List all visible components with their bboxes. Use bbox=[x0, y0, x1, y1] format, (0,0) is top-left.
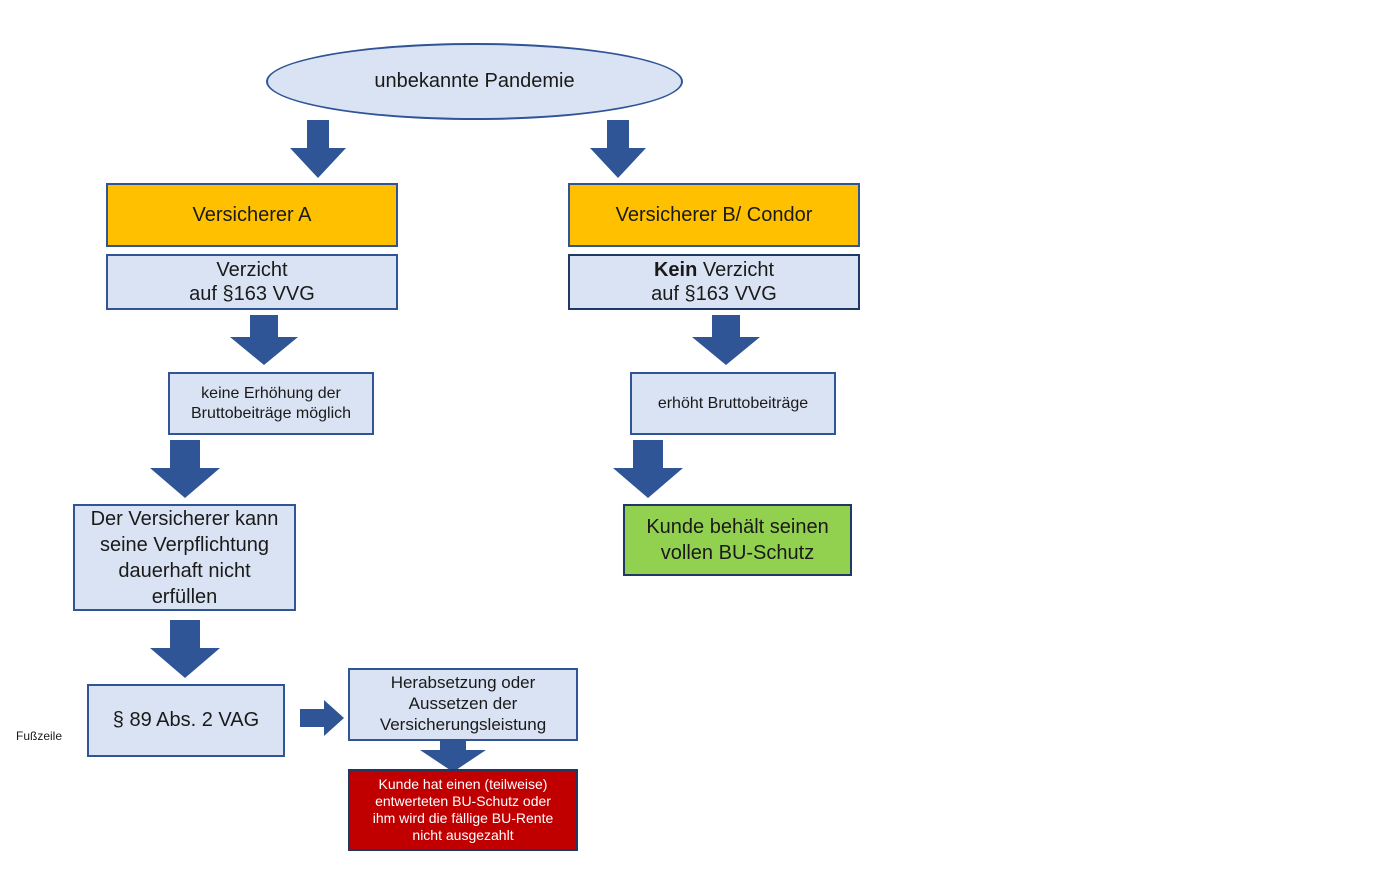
cannot-fulfill-line3: dauerhaft nicht bbox=[118, 559, 251, 582]
negative-outcome-line3: ihm wird die fällige BU-Rente bbox=[372, 810, 554, 826]
law-label: § 89 Abs. 2 VAG bbox=[112, 709, 260, 732]
cannot-fulfill-line1: Der Versicherer kann bbox=[90, 507, 279, 530]
negative-outcome-line2: entwerteten BU-Schutz oder bbox=[375, 793, 551, 810]
law-box: § 89 Abs. 2 VAG bbox=[87, 684, 285, 757]
footer-label: Fußzeile bbox=[16, 729, 63, 743]
no-increase-line1: keine Erhöhung der bbox=[201, 384, 341, 402]
no-waiver-b-box: Kein Verzicht auf §163 VVG bbox=[568, 254, 860, 310]
arrow-down-icon bbox=[150, 440, 220, 498]
no-waiver-b-line2: auf §163 VVG bbox=[651, 283, 777, 305]
insurer-b-box: Versicherer B/ Condor bbox=[568, 183, 860, 247]
positive-outcome-line2: vollen BU-Schutz bbox=[660, 542, 815, 564]
arrow-down-icon bbox=[290, 120, 346, 178]
reduction-line2: Aussetzen der bbox=[408, 694, 518, 714]
pandemic-label: unbekannte Pandemie bbox=[374, 70, 575, 92]
insurer-b-label: Versicherer B/ Condor bbox=[615, 203, 813, 226]
waiver-a-line1: Verzicht bbox=[216, 258, 288, 281]
no-waiver-b-line1: Kein Verzicht bbox=[654, 258, 774, 282]
increase-box: erhöht Bruttobeiträge bbox=[630, 372, 836, 435]
waiver-a-box: Verzicht auf §163 VVG bbox=[106, 254, 398, 310]
arrow-down-icon bbox=[692, 315, 760, 365]
arrow-down-icon bbox=[230, 315, 298, 365]
arrow-right-icon bbox=[300, 700, 344, 736]
arrow-down-icon bbox=[150, 620, 220, 678]
reduction-line1: Herabsetzung oder bbox=[390, 673, 536, 693]
arrow-down-icon bbox=[420, 738, 486, 772]
cannot-fulfill-line4: erfüllen bbox=[151, 585, 218, 608]
no-waiver-b-bold: Kein bbox=[653, 258, 698, 281]
positive-outcome-box: Kunde behält seinen vollen BU-Schutz bbox=[623, 504, 852, 576]
increase-label: erhöht Bruttobeiträge bbox=[657, 394, 809, 412]
cannot-fulfill-box: Der Versicherer kann seine Verpflichtung… bbox=[73, 504, 296, 611]
waiver-a-line2: auf §163 VVG bbox=[189, 283, 315, 305]
insurer-a-box: Versicherer A bbox=[106, 183, 398, 247]
negative-outcome-line1: Kunde hat einen (teilweise) bbox=[378, 776, 548, 793]
pandemic-node: unbekannte Pandemie bbox=[266, 43, 683, 120]
arrow-down-icon bbox=[590, 120, 646, 178]
positive-outcome-line1: Kunde behält seinen bbox=[646, 516, 829, 538]
no-waiver-b-rest: Verzicht bbox=[697, 258, 775, 281]
negative-outcome-box: Kunde hat einen (teilweise) entwerteten … bbox=[348, 769, 578, 851]
cannot-fulfill-line2: seine Verpflichtung bbox=[99, 533, 269, 556]
insurer-a-label: Versicherer A bbox=[192, 203, 312, 226]
no-increase-line2: Bruttobeiträge möglich bbox=[190, 404, 352, 422]
no-increase-box: keine Erhöhung der Bruttobeiträge möglic… bbox=[168, 372, 374, 435]
reduction-box: Herabsetzung oder Aussetzen der Versiche… bbox=[348, 668, 578, 741]
arrow-down-icon bbox=[613, 440, 683, 498]
negative-outcome-line4: nicht ausgezahlt bbox=[412, 826, 514, 843]
reduction-line3: Versicherungsleistung bbox=[379, 714, 547, 734]
